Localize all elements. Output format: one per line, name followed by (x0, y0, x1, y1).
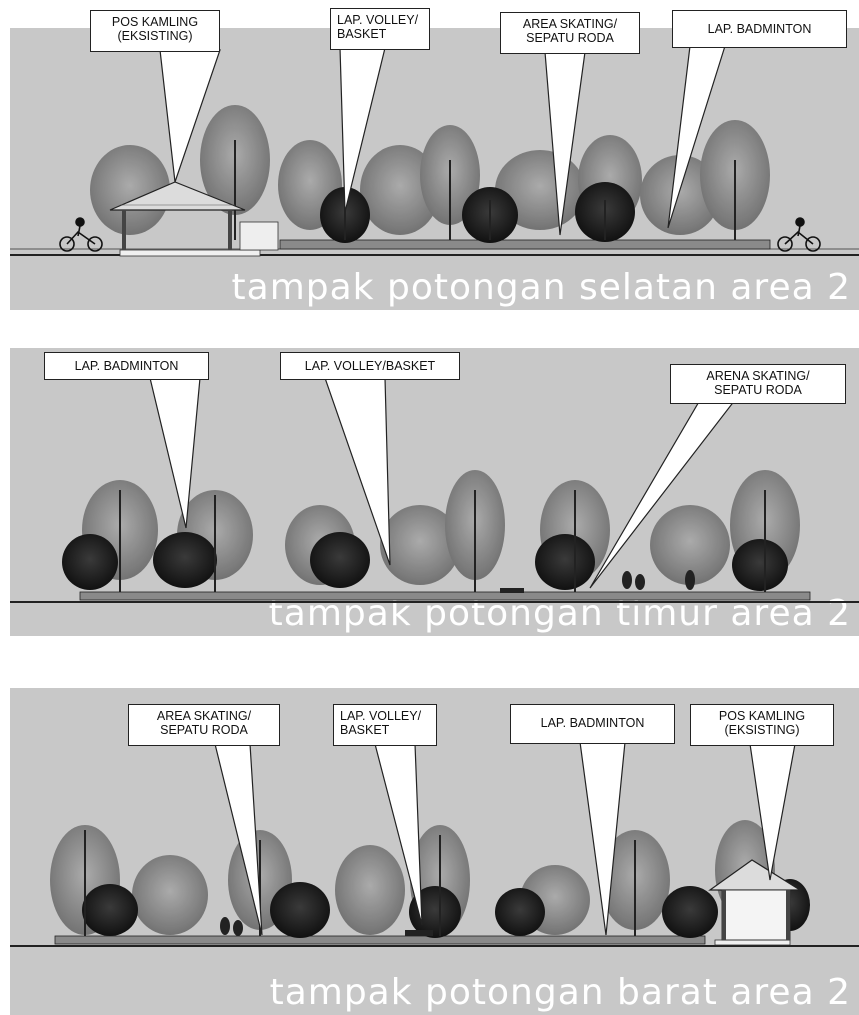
callout-badminton: LAP. BADMINTON (44, 352, 209, 380)
callout-volley-basket: LAP. VOLLEY/BASKET (333, 704, 437, 746)
east-ground (10, 591, 859, 603)
callout-badminton: LAP. BADMINTON (510, 704, 675, 744)
east-callout-pointers (149, 377, 737, 589)
callout-volley-basket: LAP. VOLLEY/BASKET (330, 8, 430, 50)
section-south-caption: tampak potongan selatan area 2 (231, 267, 851, 308)
west-trees (50, 820, 810, 938)
south-trees (90, 105, 770, 243)
east-trees (62, 470, 800, 593)
south-callout-pointers (159, 45, 726, 236)
callout-volley-basket: LAP. VOLLEY/BASKET (280, 352, 460, 380)
callout-pos-kamling: POS KAMLING(EKSISTING) (90, 10, 220, 52)
south-ground (10, 239, 859, 257)
west-ground (10, 935, 859, 947)
west-pos-kamling-building (708, 859, 803, 941)
callout-badminton: LAP. BADMINTON (672, 10, 847, 48)
south-cyclist-right (777, 217, 821, 252)
south-pos-kamling-building (109, 181, 279, 251)
callout-pos-kamling: POS KAMLING(EKSISTING) (690, 704, 834, 746)
south-cyclist-left (59, 217, 103, 252)
section-west-caption: tampak potongan barat area 2 (269, 972, 851, 1013)
callout-area-skating: AREA SKATING/SEPATU RODA (500, 12, 640, 54)
callout-arena-skating: ARENA SKATING/SEPATU RODA (670, 364, 846, 404)
callout-area-skating: AREA SKATING/SEPATU RODA (128, 704, 280, 746)
west-callout-pointers (214, 741, 796, 936)
